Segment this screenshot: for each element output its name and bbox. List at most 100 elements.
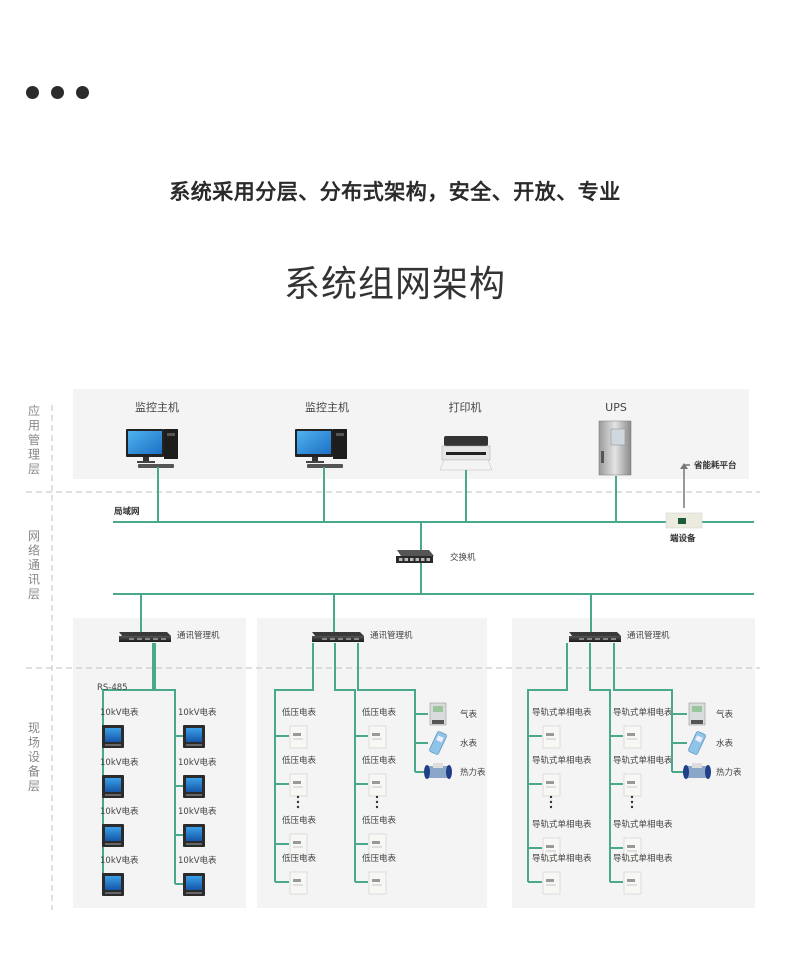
utility-bus-line bbox=[613, 643, 673, 772]
app-device-label: UPS bbox=[605, 401, 627, 414]
meter-label: 导轨式单相电表 bbox=[613, 853, 673, 864]
ellipsis-dot bbox=[630, 795, 634, 799]
meter-buttons bbox=[186, 843, 202, 845]
gateway-port bbox=[153, 638, 158, 640]
din-rail-meter-icon bbox=[289, 871, 308, 895]
meter-body bbox=[289, 871, 308, 895]
meter-label: 10kV电表 bbox=[100, 707, 139, 718]
gateway-port bbox=[603, 638, 608, 640]
panel-meter-icon bbox=[102, 725, 124, 748]
gas-meter-display bbox=[692, 706, 702, 712]
layer-label-char: 理 bbox=[28, 448, 40, 462]
switch-port bbox=[404, 558, 408, 561]
meter-body bbox=[542, 773, 561, 797]
meter-label: 10kV电表 bbox=[178, 806, 217, 817]
monitor-stand bbox=[312, 457, 318, 462]
platform-label: 省能耗平台 bbox=[693, 460, 737, 471]
switch-port bbox=[426, 558, 430, 561]
ellipsis-dot bbox=[549, 795, 553, 799]
meter-screen bbox=[186, 728, 202, 742]
gateway-port bbox=[587, 638, 592, 640]
monitor-screen bbox=[128, 431, 162, 454]
meter-label: 10kV电表 bbox=[100, 855, 139, 866]
ups-handle bbox=[601, 451, 604, 463]
meter-screen bbox=[105, 876, 121, 890]
pc-drive bbox=[336, 433, 344, 436]
computer-icon bbox=[295, 429, 347, 468]
heat-meter-head bbox=[692, 763, 702, 768]
heat-meter-icon bbox=[424, 763, 452, 779]
meter-display bbox=[293, 733, 301, 736]
lan-label: 局域网 bbox=[113, 506, 140, 517]
gateway-port bbox=[161, 638, 166, 640]
ellipsis-dot bbox=[296, 795, 300, 799]
gateway-port bbox=[330, 638, 335, 640]
utility-meter-label: 气表 bbox=[716, 709, 734, 720]
meter-label: 低压电表 bbox=[362, 815, 397, 826]
keyboard bbox=[138, 464, 174, 468]
panel-meter-icon bbox=[102, 873, 124, 896]
meter-body bbox=[623, 837, 642, 861]
meter-label: 低压电表 bbox=[282, 853, 317, 864]
layer-label-char: 通 bbox=[28, 558, 40, 572]
gas-meter-display bbox=[433, 706, 443, 712]
meter-display bbox=[293, 781, 301, 784]
meter-buttons bbox=[105, 794, 121, 796]
din-rail-meter-icon bbox=[368, 833, 387, 857]
meter-bus-line bbox=[589, 643, 611, 882]
panel-meter-icon bbox=[183, 775, 205, 798]
meter-body bbox=[623, 773, 642, 797]
din-rail-meter-icon bbox=[289, 833, 308, 857]
field-group-panel-1 bbox=[73, 618, 246, 908]
panel-meter-icon bbox=[102, 775, 124, 798]
heat-meter-flange bbox=[683, 765, 689, 779]
meter-screen bbox=[105, 778, 121, 792]
heat-meter-head bbox=[433, 763, 443, 768]
din-rail-meter-icon bbox=[368, 725, 387, 749]
water-meter-icon bbox=[429, 731, 447, 755]
meter-body bbox=[289, 773, 308, 797]
gateway-port bbox=[322, 638, 327, 640]
gas-meter-base bbox=[432, 720, 444, 724]
water-meter-display bbox=[695, 735, 703, 743]
keyboard bbox=[307, 464, 343, 468]
gateway-label: 通讯管理机 bbox=[370, 630, 413, 641]
din-rail-meter-icon bbox=[542, 871, 561, 895]
page-subtitle: 系统采用分层、分布式架构，安全、开放、专业 bbox=[169, 180, 621, 204]
din-rail-meter-icon bbox=[542, 725, 561, 749]
din-rail-meter-icon bbox=[289, 725, 308, 749]
layer-label-char: 层 bbox=[28, 462, 40, 476]
layer-label-char: 场 bbox=[28, 736, 40, 750]
panel-meter-icon bbox=[183, 725, 205, 748]
meter-display bbox=[546, 733, 554, 736]
computer-icon bbox=[126, 429, 178, 468]
pc-tower bbox=[333, 429, 347, 459]
utility-meter-label: 水表 bbox=[460, 738, 478, 749]
ellipsis-dot bbox=[375, 805, 379, 809]
panel-meter-icon bbox=[183, 824, 205, 847]
uplink-arrow-icon bbox=[680, 463, 688, 469]
meter-display bbox=[546, 781, 554, 784]
meter-body bbox=[623, 725, 642, 749]
meter-label: 导轨式单相电表 bbox=[613, 819, 673, 830]
meter-body bbox=[623, 871, 642, 895]
meter-bus-line bbox=[527, 643, 568, 882]
ellipsis-dot bbox=[630, 805, 634, 809]
monitor-stand bbox=[143, 457, 149, 462]
gateway-port bbox=[595, 638, 600, 640]
printer-slot bbox=[446, 452, 486, 455]
meter-label: 导轨式单相电表 bbox=[613, 707, 673, 718]
more-dots-icon[interactable] bbox=[26, 86, 89, 99]
meter-label: 10kV电表 bbox=[178, 855, 217, 866]
pc-drive bbox=[167, 433, 175, 436]
heat-meter-flange bbox=[424, 765, 430, 779]
layer-label-char: 络 bbox=[28, 543, 40, 558]
meter-label: 10kV电表 bbox=[178, 707, 217, 718]
meter-body bbox=[368, 871, 387, 895]
ellipsis-dot bbox=[296, 800, 300, 804]
switch-port bbox=[415, 558, 419, 561]
meter-display bbox=[293, 841, 301, 844]
meter-display bbox=[627, 845, 635, 848]
